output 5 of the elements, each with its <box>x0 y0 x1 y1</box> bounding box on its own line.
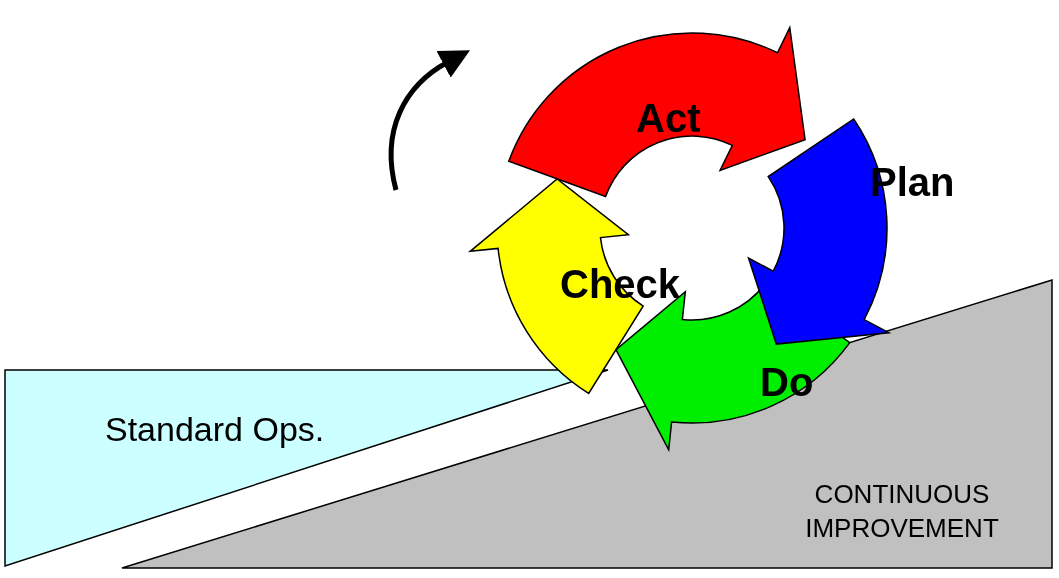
ramp-label: CONTINUOUS IMPROVEMENT <box>804 478 1000 545</box>
cycle-step-label: Do <box>760 360 814 405</box>
cycle-step-label: Act <box>636 96 701 141</box>
wedge-label: Standard Ops. <box>105 410 325 449</box>
cycle-step-label: Check <box>560 262 681 307</box>
